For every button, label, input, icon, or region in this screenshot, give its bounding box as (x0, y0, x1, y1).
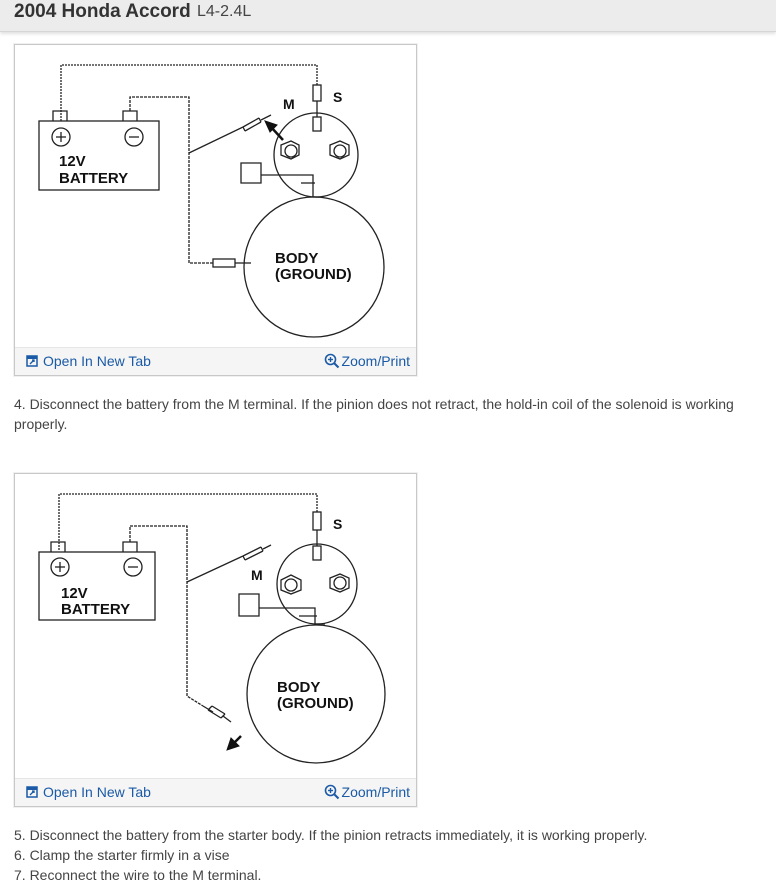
zoom-print-link-2[interactable]: Zoom/Print (324, 784, 410, 800)
body-label-2-2: (GROUND) (277, 695, 354, 712)
zoom-print-link[interactable]: Zoom/Print (324, 353, 410, 369)
open-in-new-tab-link[interactable]: Open In New Tab (26, 353, 151, 369)
starter-test-diagram-2: M S 12V BATTERY BODY (GROUND) (38, 493, 386, 764)
m-terminal-label-2: M (251, 567, 263, 583)
zoom-print-label: Zoom/Print (341, 353, 410, 369)
body-label-1: BODY (275, 250, 318, 267)
step-5-text: 5. Disconnect the battery from the start… (14, 827, 648, 843)
zoom-print-label-2: Zoom/Print (341, 784, 410, 800)
s-terminal-label-2: S (333, 516, 342, 532)
engine-label: L4-2.4L (197, 3, 252, 20)
open-in-new-tab-link-2[interactable]: Open In New Tab (26, 784, 151, 800)
figure-1: M S 12V BATTERY BODY (GROUND) Open In Ne… (14, 44, 417, 376)
vehicle-title: 2004 Honda Accord (14, 1, 191, 22)
step-7-text: 7. Reconnect the wire to the M terminal. (14, 867, 262, 883)
battery-label-1: 12V (59, 153, 86, 170)
figure-2-footer: Open In New Tab Zoom/Print (15, 778, 416, 806)
open-in-new-tab-label: Open In New Tab (43, 353, 151, 369)
open-in-new-tab-label-2: Open In New Tab (43, 784, 151, 800)
open-new-tab-icon (26, 355, 38, 367)
page-header: 2004 Honda Accord L4-2.4L (0, 0, 776, 32)
m-terminal-label: M (283, 96, 295, 112)
step-4-text: 4. Disconnect the battery from the M ter… (14, 396, 734, 432)
starter-test-diagram-1: M S 12V BATTERY BODY (GROUND) (38, 64, 385, 338)
magnifier-plus-icon (324, 784, 339, 800)
battery-label-2-2: BATTERY (61, 601, 130, 618)
battery-label-2: BATTERY (59, 170, 128, 187)
s-terminal-label: S (333, 89, 342, 105)
battery-label-2-1: 12V (61, 585, 88, 602)
figure-2: M S 12V BATTERY BODY (GROUND) Open In Ne… (14, 473, 417, 807)
open-new-tab-icon (26, 786, 38, 798)
magnifier-plus-icon (324, 353, 339, 369)
body-label-2: (GROUND) (275, 266, 352, 283)
step-6-text: 6. Clamp the starter firmly in a vise (14, 847, 230, 863)
figure-1-footer: Open In New Tab Zoom/Print (15, 347, 416, 375)
body-label-2-1: BODY (277, 679, 320, 696)
